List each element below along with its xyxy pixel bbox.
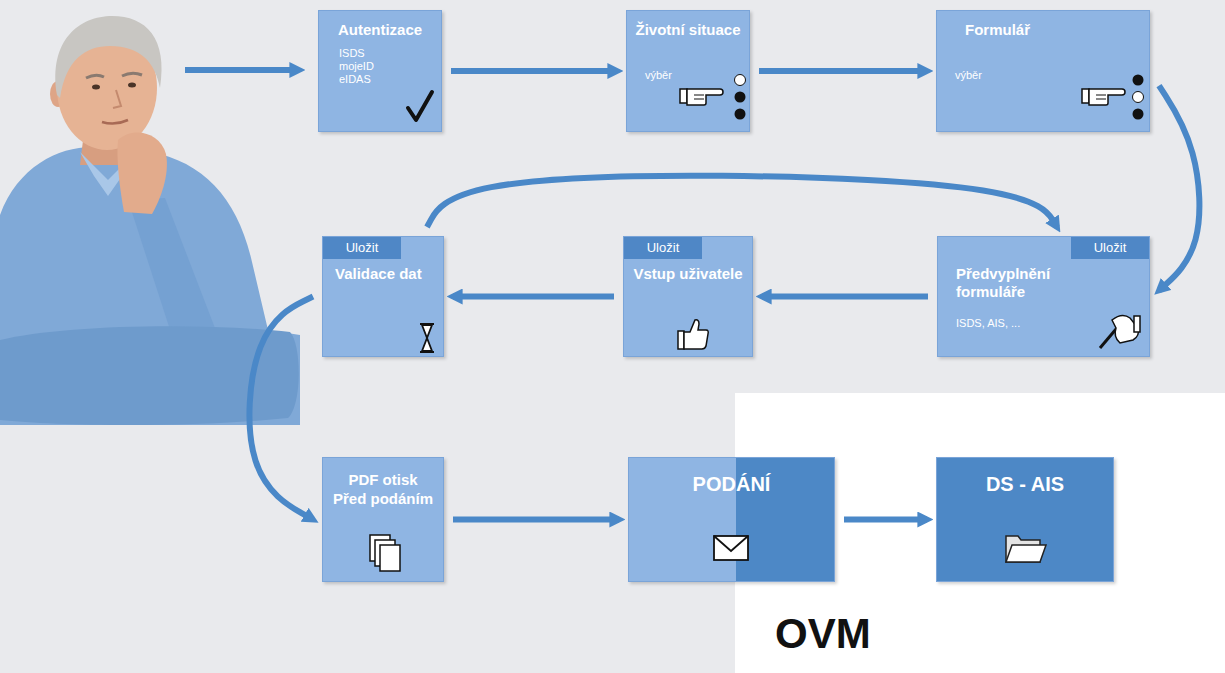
hand-palm [687, 89, 723, 105]
person-brow [86, 73, 142, 78]
flow-arrow [427, 176, 1057, 227]
radio-dot [735, 75, 746, 86]
envelope-flap [714, 536, 748, 551]
person-hair [55, 16, 161, 98]
flow-arrow [759, 68, 927, 74]
box-title: Autentizace [319, 11, 441, 39]
pen-hand-icon [1100, 315, 1140, 348]
folder-icon [1006, 536, 1046, 562]
box-title: Formulář [937, 11, 1149, 39]
hand-fold [1096, 95, 1106, 99]
folder-front [1006, 545, 1046, 562]
save-tab: Uložit [624, 237, 702, 259]
person-arrow [185, 67, 299, 73]
person-hand [117, 132, 166, 214]
submit-box: PODÁNÍ [628, 457, 835, 582]
person-mouth [102, 120, 128, 124]
page-icon [380, 545, 400, 571]
box-subtitle: výběr [955, 39, 1149, 82]
hand-cuff [1134, 316, 1140, 332]
box-title: PDF otisk Před podáním [328, 458, 438, 508]
flow-arrow [451, 68, 617, 74]
radio-dot [1133, 75, 1144, 86]
hand-fold [694, 95, 704, 99]
box-subtitle: výběr [645, 39, 749, 82]
box-title: Předvyplnění formuláře [938, 259, 1068, 301]
system-box: DS - AIS [936, 457, 1114, 582]
process-box: UložitValidace dat [322, 236, 444, 357]
person-eye [128, 83, 136, 88]
box-title: PODÁNÍ [629, 458, 834, 496]
box-subtitle: ISDS, AIS, ... [956, 301, 1149, 330]
radio-dot [735, 109, 746, 120]
process-box: AutentizaceISDS mojeID eIDAS [318, 10, 442, 132]
radio-dot [1133, 92, 1144, 103]
flow-arrow [453, 517, 619, 523]
box-title: DS - AIS [937, 458, 1113, 496]
process-box: Formulářvýběr [936, 10, 1150, 132]
panel-title: OVM [775, 611, 871, 657]
envelope-icon [714, 536, 748, 560]
flow-arrow [844, 517, 927, 523]
hand-cuff [678, 331, 684, 349]
check-icon [408, 92, 432, 120]
radio-dot [735, 92, 746, 103]
radio-dot [1133, 109, 1144, 120]
save-tab: Uložit [323, 237, 401, 259]
hourglass-icon [420, 324, 434, 352]
person-sleeve [128, 198, 215, 336]
hand-icon [680, 89, 723, 105]
box-subtitle: ISDS mojeID eIDAS [339, 39, 387, 86]
flow-arrow [249, 297, 313, 520]
flow-arrow [762, 294, 928, 300]
box-title: Životní situace [627, 11, 749, 39]
hand-cuff [1082, 89, 1089, 103]
hand-cuff [680, 89, 687, 103]
flow-arrow [1159, 86, 1199, 291]
hand-fist [684, 320, 708, 349]
flow-arrow [453, 294, 614, 300]
save-tab: Uložit [1071, 237, 1149, 259]
person-nose [113, 90, 121, 108]
thumb-up-icon [678, 320, 708, 349]
hand-icon [1082, 89, 1125, 105]
process-box: Životní situacevýběr [626, 10, 750, 132]
box-title: Vstup uživatele [624, 259, 752, 283]
hand-palm [1089, 89, 1125, 105]
person-eye [92, 85, 100, 90]
box-title: Validace dat [323, 259, 443, 283]
